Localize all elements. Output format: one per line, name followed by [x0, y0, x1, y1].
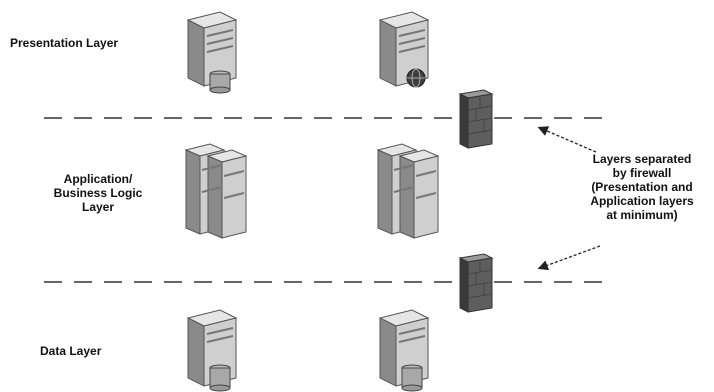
annotation-line-2: by firewall [572, 166, 712, 180]
layer-label-presentation: Presentation Layer [10, 36, 150, 50]
layer-label-data: Data Layer [40, 344, 140, 358]
application-server-cluster-icon [180, 140, 250, 240]
application-server-cluster-icon [372, 140, 442, 240]
annotation-line-4: Application layers [572, 194, 712, 208]
firewall-annotation: Layers separated by firewall (Presentati… [572, 152, 712, 222]
arrow-to-top-firewall [540, 128, 596, 152]
database-server-icon [372, 306, 436, 392]
annotation-line-5: at minimum) [572, 208, 712, 222]
web-server-with-globe-icon [372, 8, 436, 94]
layer-label-application: Application/ Business Logic Layer [38, 172, 158, 214]
firewall-icon [456, 88, 496, 150]
annotation-line-3: (Presentation and [572, 180, 712, 194]
firewall-icon [456, 252, 496, 314]
annotation-line-1: Layers separated [572, 152, 712, 166]
database-server-icon [180, 306, 244, 392]
web-server-with-database-icon [180, 8, 244, 94]
arrow-to-bottom-firewall [540, 246, 600, 268]
